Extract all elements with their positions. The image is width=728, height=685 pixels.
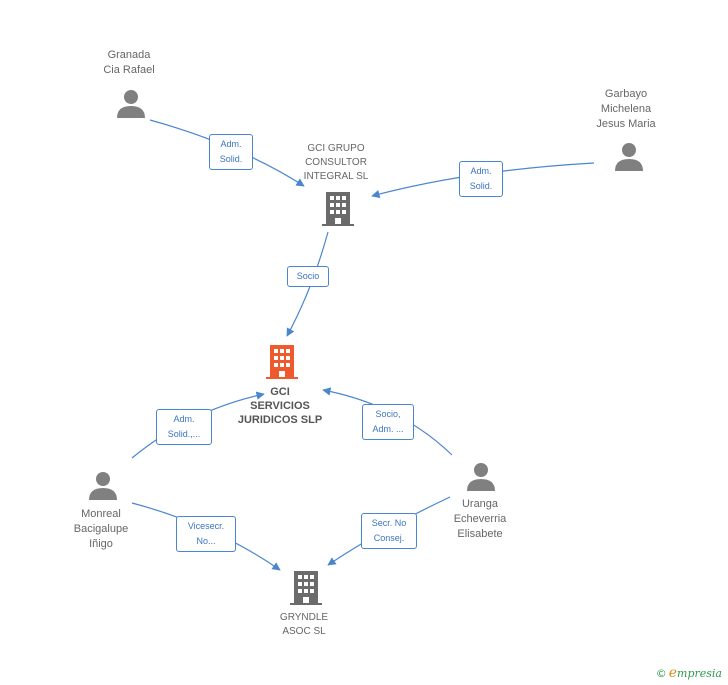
edge-label-granada-grupo[interactable]: Adm. Solid. — [209, 134, 253, 170]
edge-label-uranga-servicios[interactable]: Socio, Adm. ... — [362, 404, 414, 440]
company-label-gryndle[interactable]: GRYNDLE ASOC SL — [280, 611, 328, 639]
company-name-line: SERVICIOS — [250, 400, 310, 412]
edge-role-line: Vicesecr. — [187, 521, 225, 531]
edge-label-monreal-servicios[interactable]: Adm. Solid.,... — [156, 409, 212, 445]
person-icon[interactable] — [614, 142, 644, 171]
person-label-garbayo[interactable]: Garbayo Michelena Jesus Maria — [596, 87, 655, 132]
person-label-granada[interactable]: Granada Cia Rafael — [103, 48, 154, 78]
edge-label-garbayo-grupo[interactable]: Adm. Solid. — [459, 161, 503, 197]
person-label-monreal[interactable]: Monreal Bacigalupe Iñigo — [74, 507, 128, 552]
company-name-line: GCI — [270, 386, 290, 398]
person-name-line: Jesus Maria — [596, 118, 656, 130]
edge-label-uranga-gryndle[interactable]: Secr. No Consej. — [361, 513, 417, 549]
edge-role-line: Adm. — [220, 139, 242, 149]
edge-role-line: Adm. ... — [372, 424, 404, 434]
edge-role-line: Solid. — [469, 181, 493, 191]
edge-role-line: Secr. No — [371, 518, 407, 528]
building-icon[interactable] — [266, 345, 298, 379]
person-name-line: Granada — [107, 49, 151, 61]
brand-initial: e — [668, 665, 678, 681]
building-icon[interactable] — [290, 571, 322, 605]
person-icon[interactable] — [116, 89, 146, 118]
company-name-line: INTEGRAL SL — [303, 171, 369, 182]
person-name-line: Cia Rafael — [103, 64, 155, 76]
person-name-line: Monreal — [81, 508, 121, 520]
person-name-line: Elisabete — [457, 528, 503, 540]
edge-role-line: Solid.,... — [167, 429, 201, 439]
edge-role-line: Consej. — [373, 533, 405, 543]
company-name-line: GCI GRUPO — [307, 143, 365, 154]
person-name-line: Garbayo — [604, 88, 648, 100]
copyright-symbol: © — [655, 667, 667, 680]
person-name-line: Echeverria — [453, 513, 507, 525]
person-name-line: Uranga — [461, 498, 499, 510]
person-icon[interactable] — [466, 462, 496, 491]
brand-name: mpresia — [677, 667, 722, 680]
edge-label-grupo-servicios[interactable]: Socio — [287, 266, 329, 287]
company-label-gci-servicios[interactable]: GCI SERVICIOS JURIDICOS SLP — [238, 385, 322, 427]
company-name-line: ASOC SL — [282, 626, 326, 637]
building-icon[interactable] — [322, 192, 354, 226]
person-name-line: Michelena — [600, 103, 652, 115]
edge-role-line: Socio — [296, 271, 320, 281]
company-name-line: JURIDICOS SLP — [237, 414, 323, 426]
company-name-line: GRYNDLE — [279, 612, 329, 623]
person-label-uranga[interactable]: Uranga Echeverria Elisabete — [454, 497, 507, 542]
edge-role-line: No... — [196, 536, 216, 546]
person-name-line: Bacigalupe — [73, 523, 129, 535]
person-name-line: Iñigo — [89, 538, 113, 550]
edge-role-line: Adm. — [173, 414, 195, 424]
edge-role-line: Solid. — [219, 154, 243, 164]
edge-label-monreal-gryndle[interactable]: Vicesecr. No... — [176, 516, 236, 552]
company-name-line: CONSULTOR — [305, 157, 367, 168]
edge-role-line: Socio, — [375, 409, 401, 419]
company-label-gci-grupo[interactable]: GCI GRUPO CONSULTOR INTEGRAL SL — [304, 142, 369, 184]
edges — [131, 119, 595, 571]
empresia-brand[interactable]: ©empresia — [656, 665, 722, 681]
edge-role-line: Adm. — [470, 166, 492, 176]
person-icon[interactable] — [88, 471, 118, 500]
